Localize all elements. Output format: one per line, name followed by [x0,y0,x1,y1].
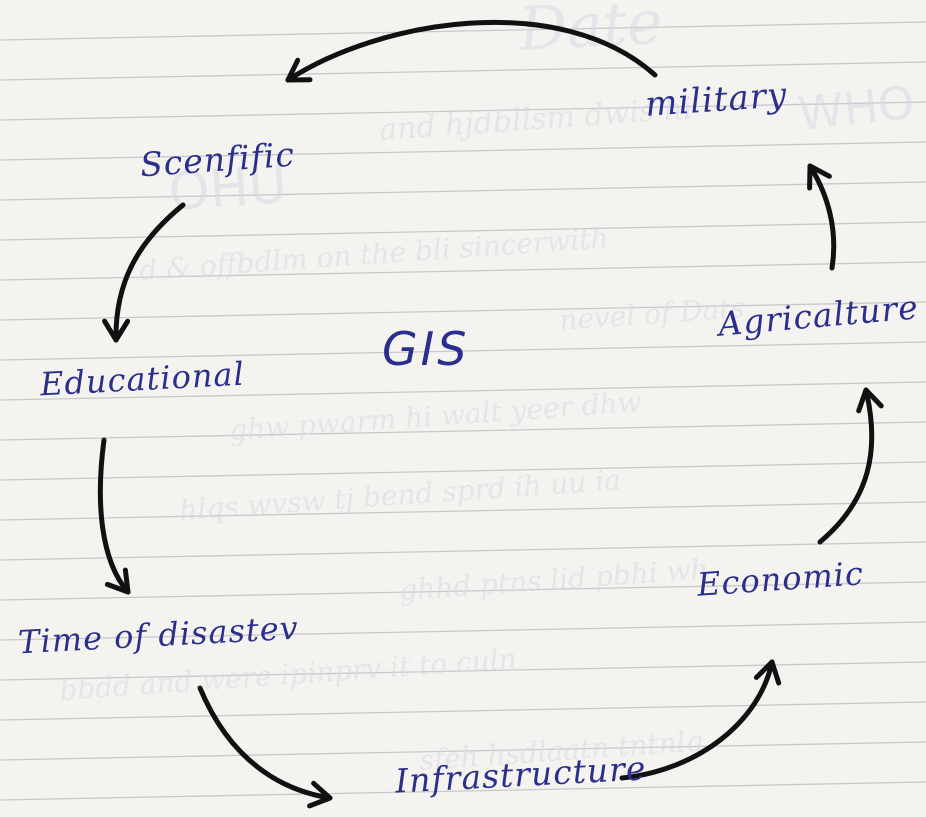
arrow-scientific-educational [102,202,186,343]
cycle-arrows [97,19,884,809]
ruled-line [0,341,926,361]
arrow-educational-disaster [97,437,131,595]
arrow-shaft [807,163,837,271]
ruled-line [0,581,926,601]
ruled-line [0,21,926,41]
arrow-agriculture-military [807,163,837,271]
ruled-line [0,261,926,281]
arrow-military-scientific [285,19,658,83]
arrowhead [856,387,884,414]
ruled-line [0,101,926,121]
arrow-disaster-infrastructure [197,685,333,809]
ruled-line [0,541,926,561]
arrow-shaft [113,202,186,343]
arrow-shaft [619,659,775,781]
ruled-line [0,381,926,401]
ruled-line [0,301,926,321]
ruled-line [0,741,926,761]
svg-text:ghhd ptns lid pbhi wh: ghhd ptns lid pbhi wh [398,552,709,607]
arrowhead [753,659,782,686]
ruled-line [0,181,926,201]
ruled-line [0,461,926,481]
svg-text:d & offbdlm on the bli s: d & offbdlm on the bli sincerwith [138,221,609,287]
center-title-gis: GIS [382,322,470,376]
arrow-shaft [817,387,875,545]
ruled-line [0,501,926,521]
ruled-line [0,221,926,241]
arrowhead [285,57,313,83]
ruled-line [0,621,926,641]
arrow-shaft [97,437,131,595]
arrow-shaft [197,685,333,801]
arrowhead [807,163,832,191]
svg-text:WHO: WHO [796,75,917,141]
ruled-line [0,421,926,441]
svg-text:Date: Date [516,0,664,65]
ruled-line [0,141,926,161]
arrow-shaft [285,19,658,83]
arrowhead [104,567,131,595]
ruled-line [0,781,926,801]
arrow-economic-agriculture [817,387,884,545]
ruled-line [0,701,926,721]
ruled-line [0,61,926,81]
arrowhead [307,780,333,809]
svg-text:OHU: OHU [167,155,289,223]
arrow-infrastructure-economic [619,659,782,781]
ruled-lines [0,21,926,801]
arrowhead [102,318,131,343]
